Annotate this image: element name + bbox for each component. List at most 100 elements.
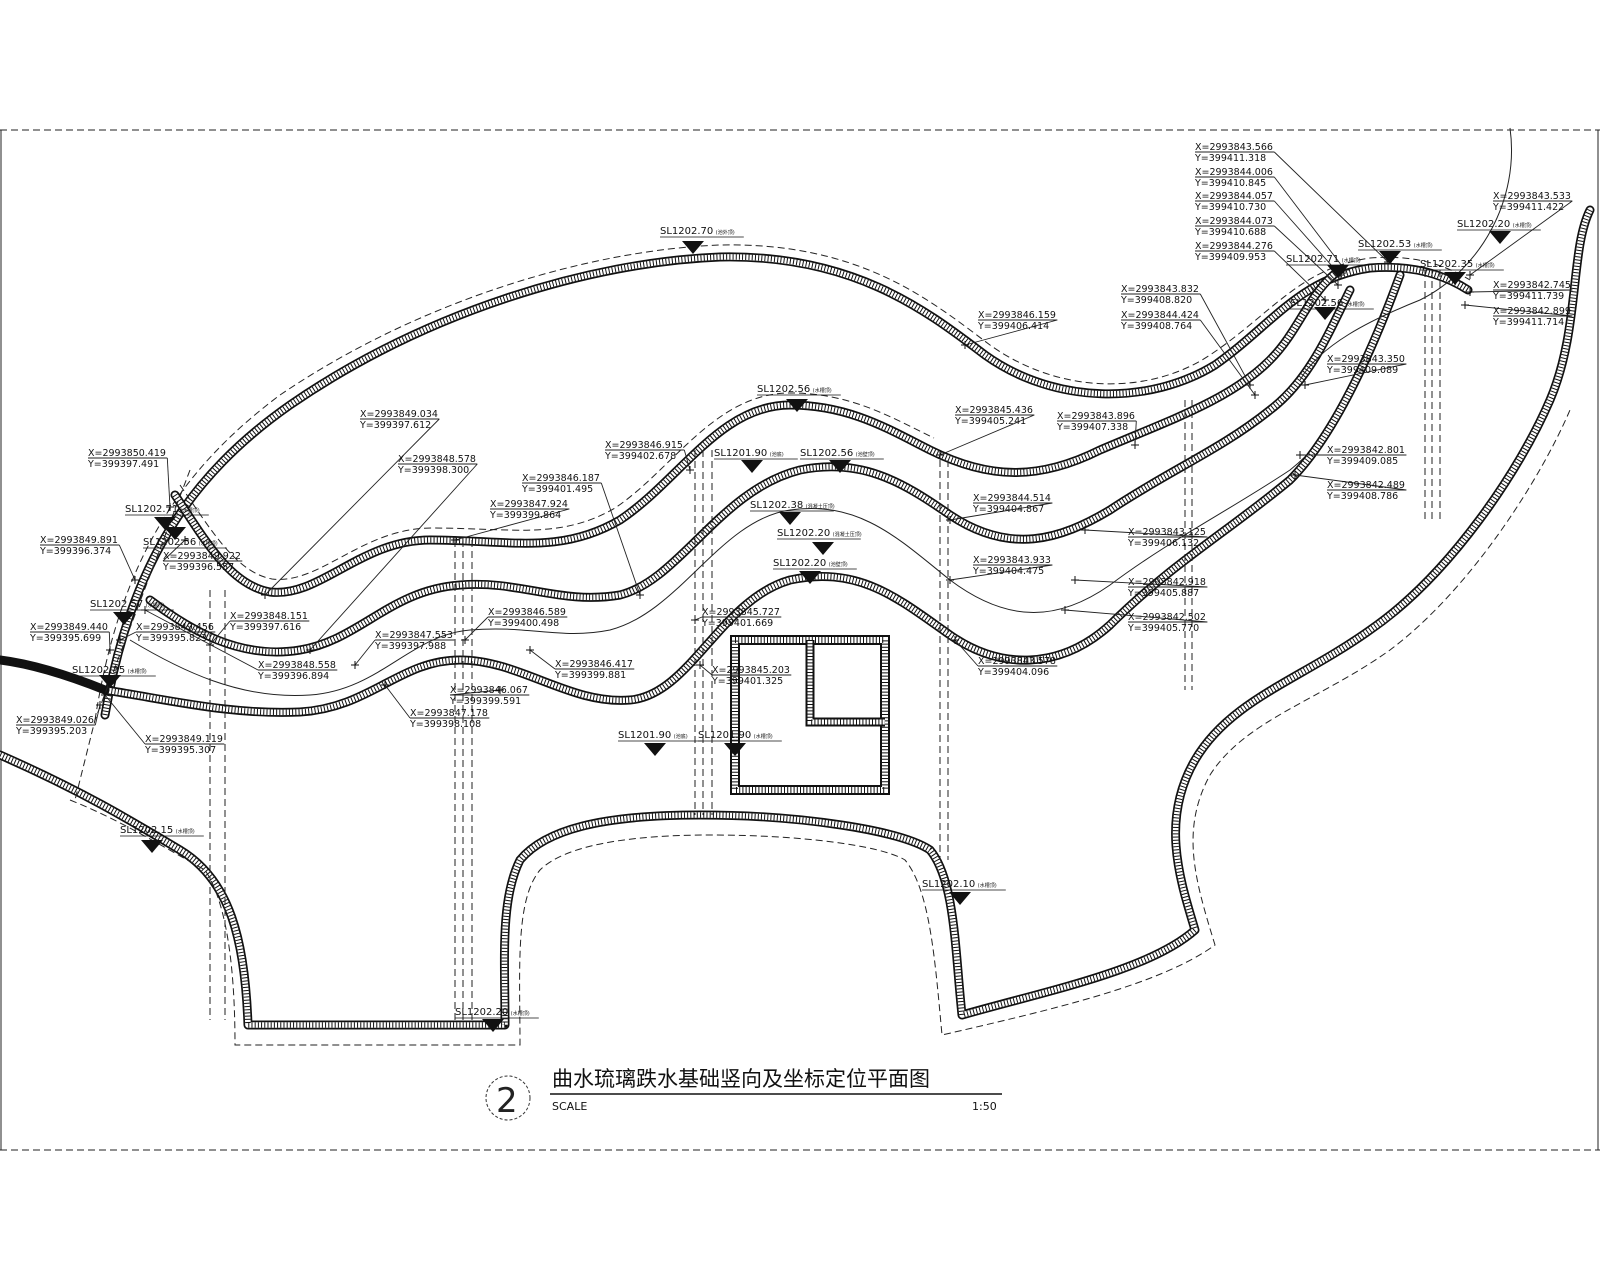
- coordinate-leader: [94, 704, 101, 726]
- coordinate-y: Y=399410.688: [1194, 227, 1266, 238]
- coordinate-y: Y=399405.241: [954, 416, 1026, 427]
- sheet-border: [0, 129, 1600, 1151]
- coordinate-leader: [1273, 176, 1346, 271]
- elevation-marker-icon: [482, 1019, 504, 1032]
- coordinate-leader: [449, 689, 501, 696]
- elevation-marker-icon: [779, 512, 801, 525]
- coordinate-x: X=2993844.276: [1195, 241, 1273, 252]
- elevation-note: (水槽顶): [199, 540, 218, 547]
- coordinate-point-icon: [526, 646, 534, 654]
- coordinate-point-icon: [496, 686, 504, 694]
- elevation-note: (水槽顶): [1346, 301, 1365, 308]
- coordinate-y: Y=399399.864: [489, 510, 561, 521]
- elevation-marker-icon: [141, 840, 163, 853]
- elevation-note: (水槽顶): [128, 668, 147, 675]
- coordinate-y: Y=399409.085: [1326, 456, 1398, 467]
- elevation-note: (水槽顶): [181, 507, 200, 514]
- coordinate-x: X=2993849.440: [30, 622, 108, 633]
- elevation-label: SL1202.10: [922, 879, 975, 890]
- coordinate-x: X=2993845.727: [702, 607, 780, 618]
- elevation-marker-icon: [829, 460, 851, 473]
- elevation-note: (混凝土压顶): [833, 531, 862, 538]
- elevation-marker-icon: [113, 612, 135, 625]
- coordinate-point-icon: [1461, 301, 1469, 309]
- coordinate-x: X=2993849.922: [163, 551, 241, 562]
- coordinate-point-icon: [131, 576, 139, 584]
- coordinate-leader: [1273, 225, 1339, 286]
- coordinate-x: X=2993843.533: [1493, 191, 1571, 202]
- coordinate-y: Y=399398.300: [397, 465, 469, 476]
- coordinate-leader: [1464, 304, 1573, 317]
- coordinate-leader: [162, 539, 186, 562]
- elevation-label: SL1202.35: [1420, 259, 1473, 270]
- coordinate-y: Y=399401.495: [521, 484, 593, 495]
- elevation-note: (水槽顶): [1513, 222, 1532, 229]
- elevation-label: SL1202.71: [1286, 254, 1339, 265]
- elevation-marker-icon: [741, 460, 763, 473]
- elevation-label: SL1202.20: [773, 558, 826, 569]
- coordinate-point-icon: [1466, 288, 1474, 296]
- coordinate-point-icon: [451, 536, 459, 544]
- coordinate-y: Y=399399.591: [449, 696, 521, 707]
- coordinate-leader: [1199, 319, 1256, 396]
- coordinate-leader: [600, 482, 641, 596]
- coordinate-y: Y=399410.845: [1194, 178, 1266, 189]
- coordinate-point-icon: [181, 536, 189, 544]
- coordinate-y: Y=399397.616: [229, 622, 301, 633]
- coordinate-leader: [264, 418, 440, 596]
- water-channel-3: [100, 270, 1405, 717]
- coordinate-y: Y=399408.786: [1326, 491, 1398, 502]
- coordinate-point-icon: [306, 646, 314, 654]
- elevation-note: (水槽顶): [176, 828, 195, 835]
- title-number: 2: [496, 1081, 518, 1121]
- elevation-label: SL1202.71: [125, 504, 178, 515]
- coordinate-y: Y=399397.612: [359, 420, 431, 431]
- coordinate-leader: [119, 631, 137, 641]
- coordinate-labels: X=2993850.419Y=399397.491X=2993849.891Y=…: [15, 142, 1571, 756]
- coordinate-leader: [1064, 609, 1208, 623]
- elevation-label: SL1202.56: [800, 448, 853, 459]
- elevation-label: SL1201.90: [698, 730, 751, 741]
- coordinate-y: Y=399395.823: [135, 633, 207, 644]
- coordinate-x: X=2993843.566: [1195, 142, 1273, 153]
- coordinate-y: Y=399400.498: [487, 618, 559, 629]
- elevation-note: (水槽顶): [511, 1010, 530, 1017]
- coordinate-point-icon: [946, 576, 954, 584]
- coordinate-y: Y=399411.739: [1492, 291, 1564, 302]
- elevation-marker-icon: [799, 571, 821, 584]
- coordinate-x: X=2993842.899: [1493, 306, 1571, 317]
- elevation-label: SL1202.38: [750, 500, 803, 511]
- elevation-marker-icon: [949, 892, 971, 905]
- elevation-marker-icon: [682, 241, 704, 254]
- coordinate-x: X=2993849.119: [145, 734, 223, 745]
- elevation-note: (水槽顶): [146, 602, 165, 609]
- coordinate-y: Y=399411.318: [1194, 153, 1266, 164]
- coordinate-point-icon: [1071, 576, 1079, 584]
- elevation-label: SL1202.53: [1358, 239, 1411, 250]
- elevation-note: (水槽顶): [1342, 257, 1361, 264]
- elevation-marker-icon: [99, 675, 121, 688]
- coordinate-x: X=2993844.424: [1121, 310, 1199, 321]
- coordinate-leader: [954, 639, 979, 667]
- elevation-label: SL1202.56: [143, 537, 196, 548]
- title-block: 2 曲水琉璃跌水基础竖向及坐标定位平面图 SCALE 1:50: [485, 1067, 1002, 1121]
- water-channel-1: [170, 265, 1345, 597]
- elevation-marker-icon: [154, 517, 176, 530]
- coordinate-y: Y=399395.307: [144, 745, 216, 756]
- coordinate-x: X=2993850.419: [88, 448, 166, 459]
- coordinate-point-icon: [166, 503, 174, 511]
- central-basin: [730, 635, 890, 795]
- coordinate-y: Y=399411.422: [1492, 202, 1564, 213]
- elevation-marker-icon: [1489, 231, 1511, 244]
- coordinate-leader: [104, 694, 146, 745]
- coordinate-leader: [949, 502, 1053, 521]
- coordinate-leader: [1199, 293, 1251, 386]
- coordinate-leader: [1084, 529, 1208, 538]
- coordinate-x: X=2993846.067: [450, 685, 528, 696]
- elevation-label: SL1202.15: [120, 825, 173, 836]
- elevation-marker-icon: [812, 542, 834, 555]
- coordinate-point-icon: [961, 341, 969, 349]
- coordinate-y: Y=399405.770: [1127, 623, 1199, 634]
- elevation-label: SL1202.57: [90, 599, 143, 610]
- coordinate-y: Y=399404.096: [977, 667, 1049, 678]
